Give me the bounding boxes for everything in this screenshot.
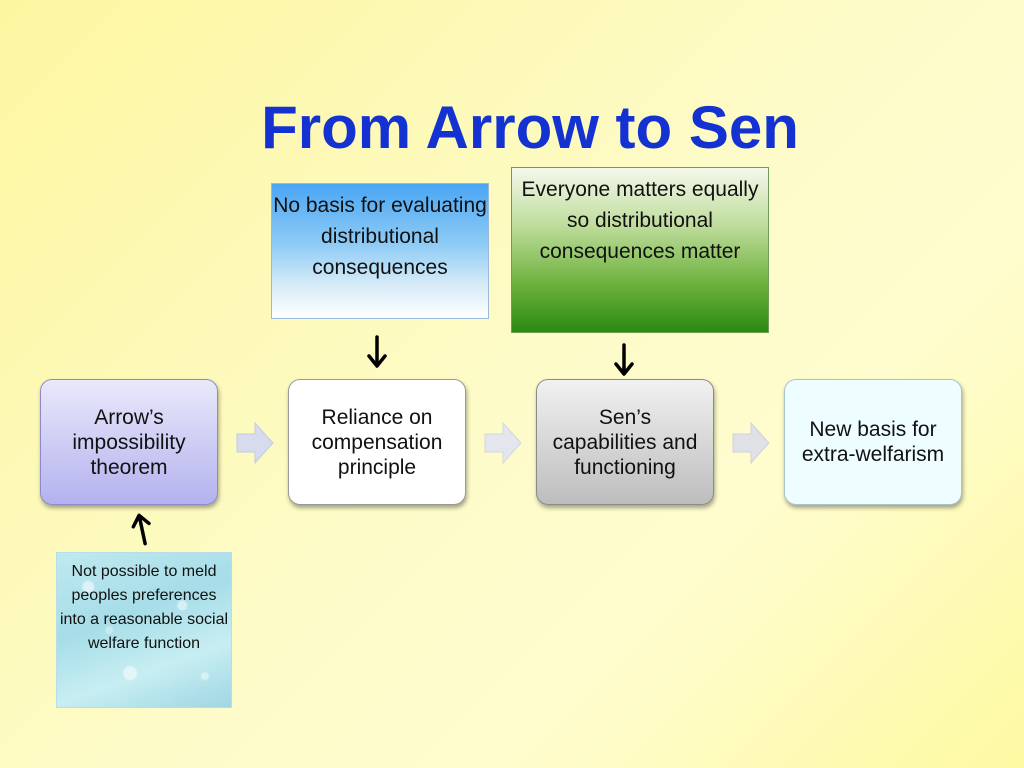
flow-step-arrow-theorem: Arrow’s impossibility theorem (40, 379, 218, 505)
flow-step-compensation-principle: Reliance on compensation principle (288, 379, 466, 505)
flow-step-label: New basis for extra-welfarism (801, 418, 945, 466)
right-arrow-icon (732, 421, 770, 465)
flow-step-label: Sen’s capabilities and functioning (552, 405, 698, 479)
flow-step-label: Arrow’s impossibility theorem (72, 405, 186, 479)
note-everyone-matters-text: Everyone matters equally so distribution… (521, 178, 759, 263)
up-arrow-icon (131, 513, 151, 546)
note-no-basis-text: No basis for evaluating distributional c… (273, 194, 487, 279)
down-arrow-icon (614, 343, 634, 376)
right-arrow-icon (236, 421, 274, 465)
slide-title: From Arrow to Sen (261, 94, 799, 161)
down-arrow-icon (367, 335, 387, 368)
note-no-basis: No basis for evaluating distributional c… (271, 183, 489, 319)
flow-step-sen-capabilities: Sen’s capabilities and functioning (536, 379, 714, 505)
flow-step-extra-welfarism: New basis for extra-welfarism (784, 379, 962, 505)
note-not-possible: Not possible to meld peoples preferences… (56, 552, 232, 708)
flow-step-label: Reliance on compensation principle (311, 405, 443, 479)
note-not-possible-text: Not possible to meld peoples preferences… (59, 563, 229, 652)
right-arrow-icon (484, 421, 522, 465)
note-everyone-matters: Everyone matters equally so distribution… (511, 167, 769, 333)
